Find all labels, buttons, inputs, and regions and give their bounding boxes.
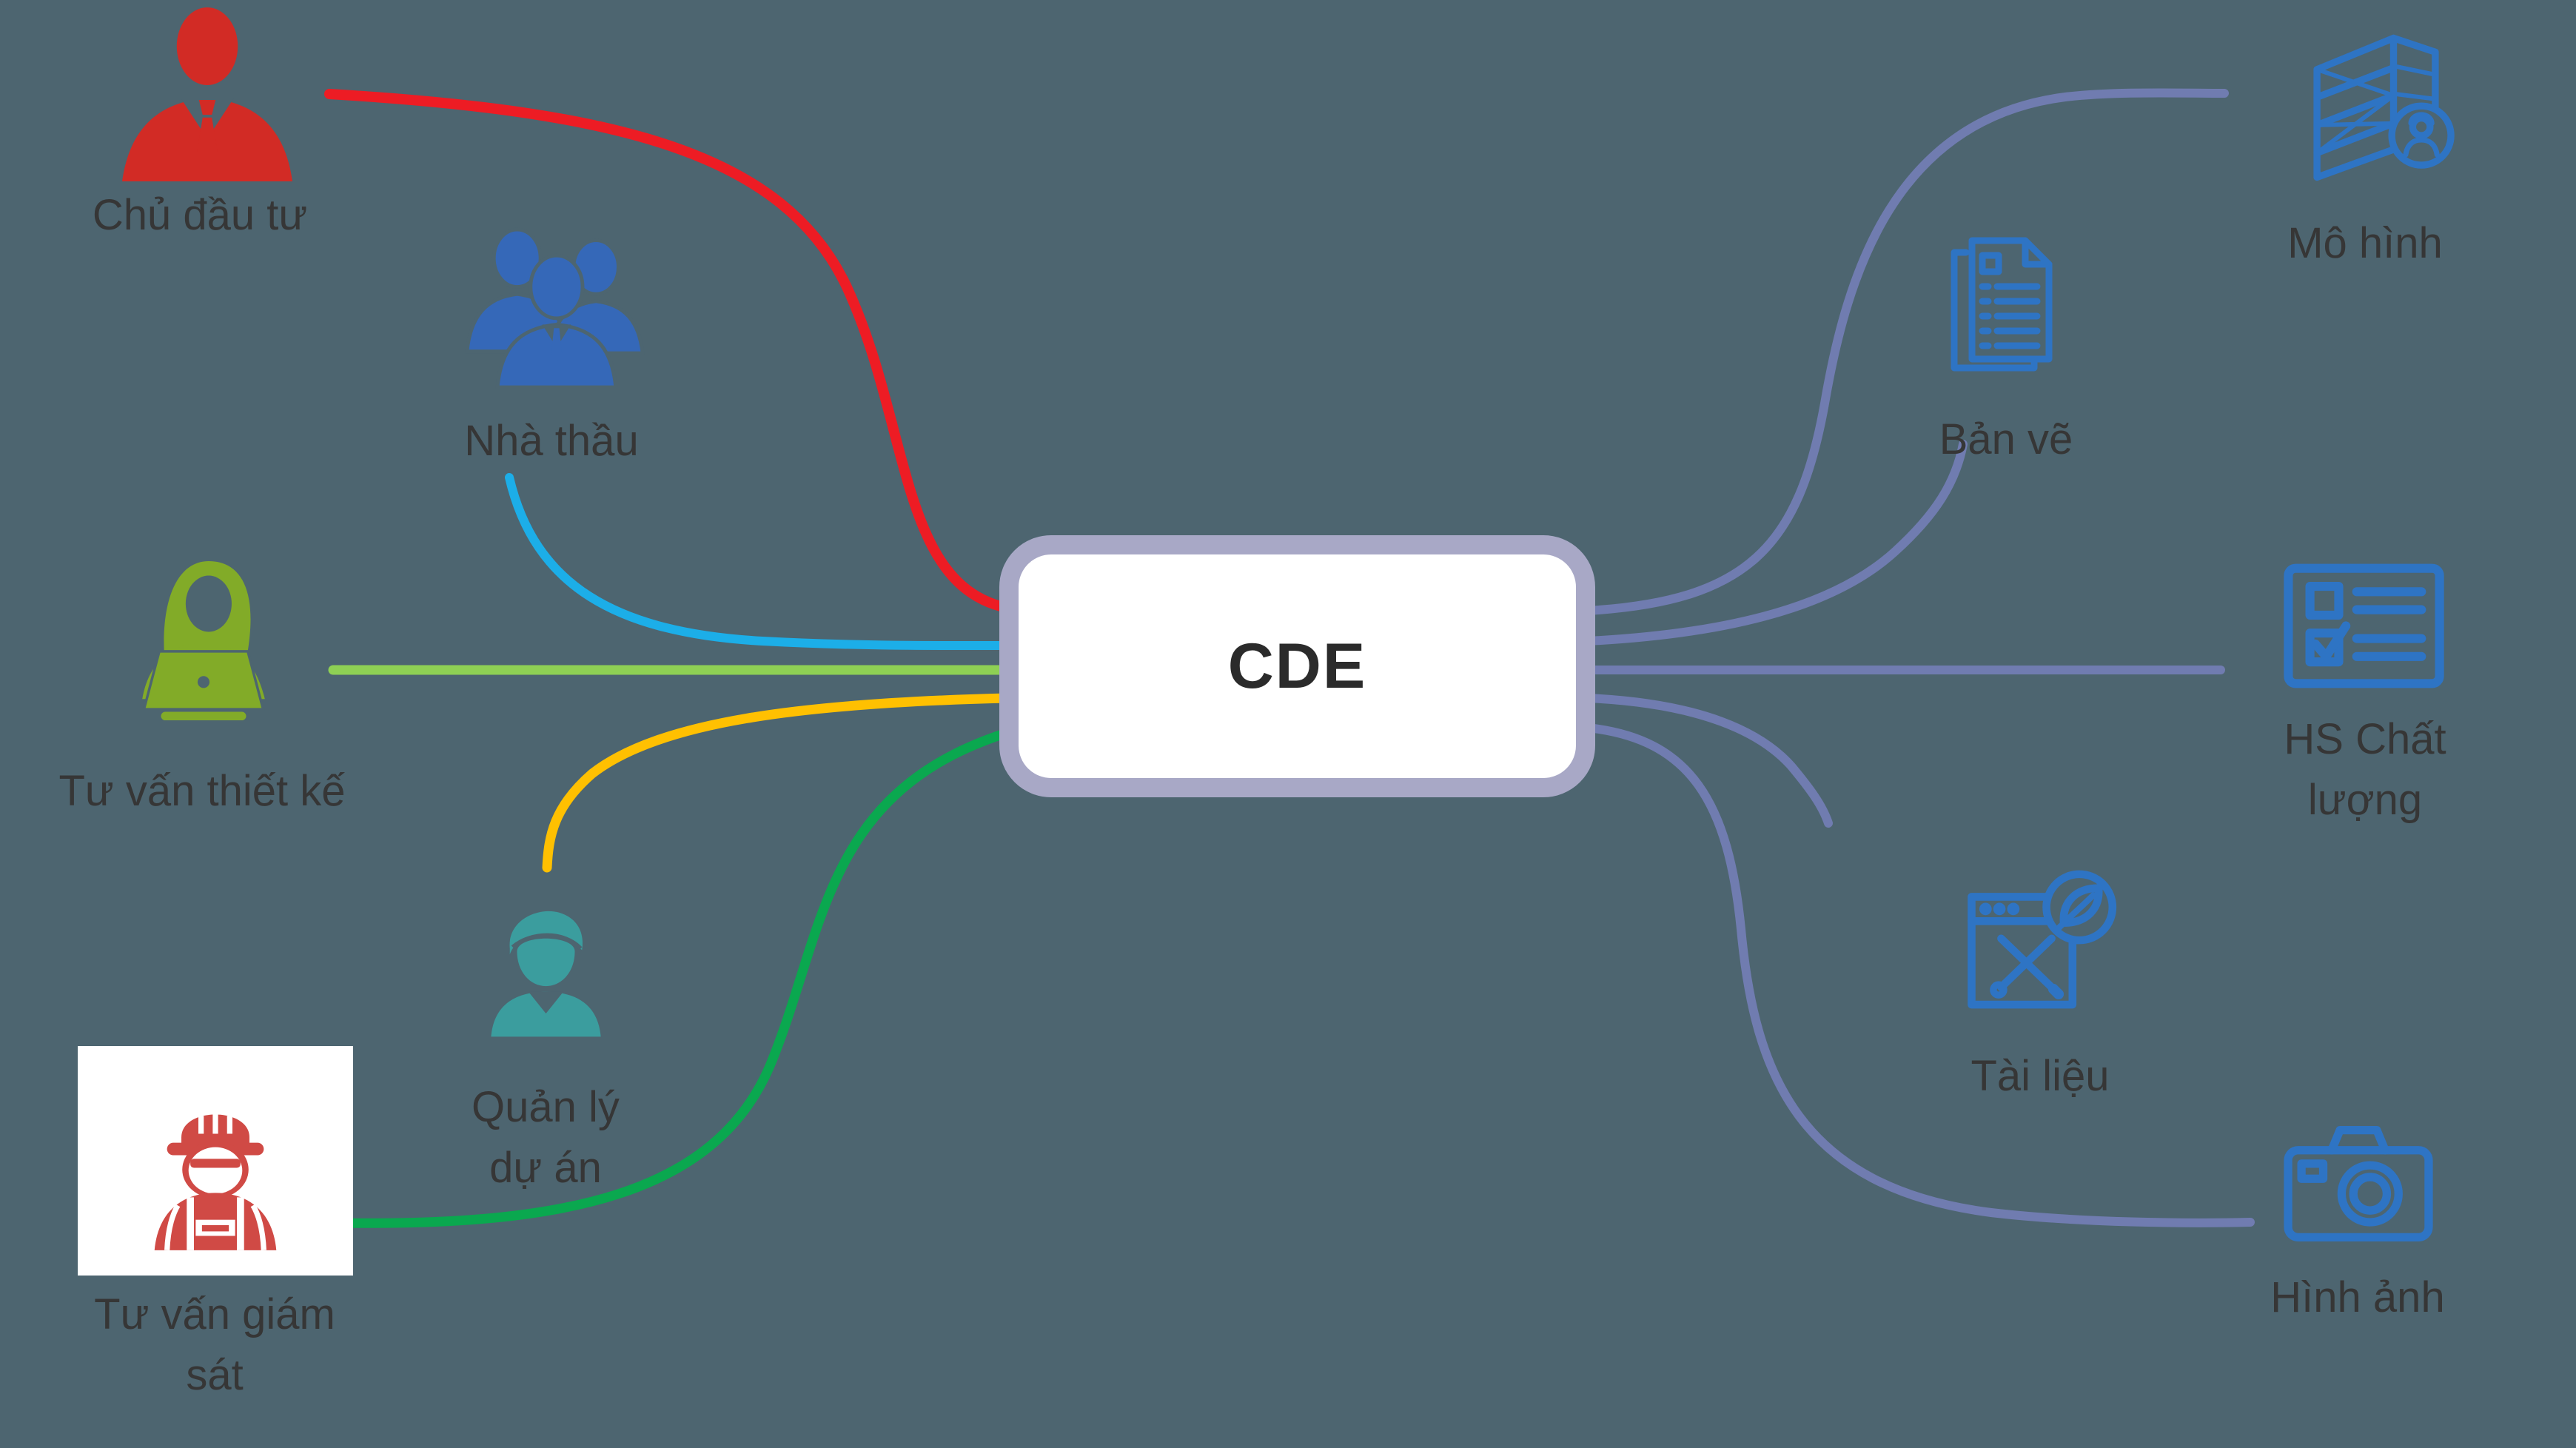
label-tu-van-thiet-ke: Tư vấn thiết kế [58, 767, 346, 815]
connector-tu-van-giam-sat [335, 728, 1012, 1228]
connector-hinh-anh [1583, 723, 2255, 1227]
connector-nha-thau [505, 473, 1011, 651]
label-mo-hinh: Mô hình [2287, 219, 2443, 267]
documents-tools-icon [1939, 855, 2143, 1029]
connector-chu-dau-tu [324, 89, 1012, 613]
drawings-documents-icon [1933, 219, 2082, 392]
cde-center-label: CDE [1227, 630, 1367, 702]
label-hs-chat-luong: HS Chất lượng [2284, 715, 2446, 825]
connector-tai-lieu [1583, 694, 1833, 828]
cde-center-node: CDE [999, 535, 1595, 797]
label-chu-dau-tu: Chủ đầu tư [92, 191, 308, 239]
connector-mo-hinh [1583, 88, 2229, 615]
label-ban-ve: Bản vẽ [1939, 415, 2073, 463]
label-tai-lieu: Tài liệu [1970, 1052, 2110, 1100]
label-tu-van-giam-sat: Tư vấn giám sát [94, 1290, 335, 1400]
designer-at-laptop-icon [118, 543, 289, 733]
contractors-group-icon [464, 221, 645, 400]
model-building-icon [2276, 21, 2476, 195]
label-nha-thau: Nhà thầu [464, 417, 639, 465]
label-hinh-anh: Hình ảnh [2270, 1273, 2445, 1321]
camera-icon [2281, 1116, 2435, 1251]
project-manager-icon [474, 887, 618, 1062]
businessman-icon [111, 4, 303, 189]
connector-ban-ve [1583, 440, 1968, 646]
label-quan-ly-du-an: Quản lý dự án [472, 1083, 620, 1193]
site-supervisor-icon [126, 1077, 305, 1258]
quality-checklist-icon [2276, 561, 2452, 691]
connector-quan-ly-du-an [542, 693, 1012, 873]
